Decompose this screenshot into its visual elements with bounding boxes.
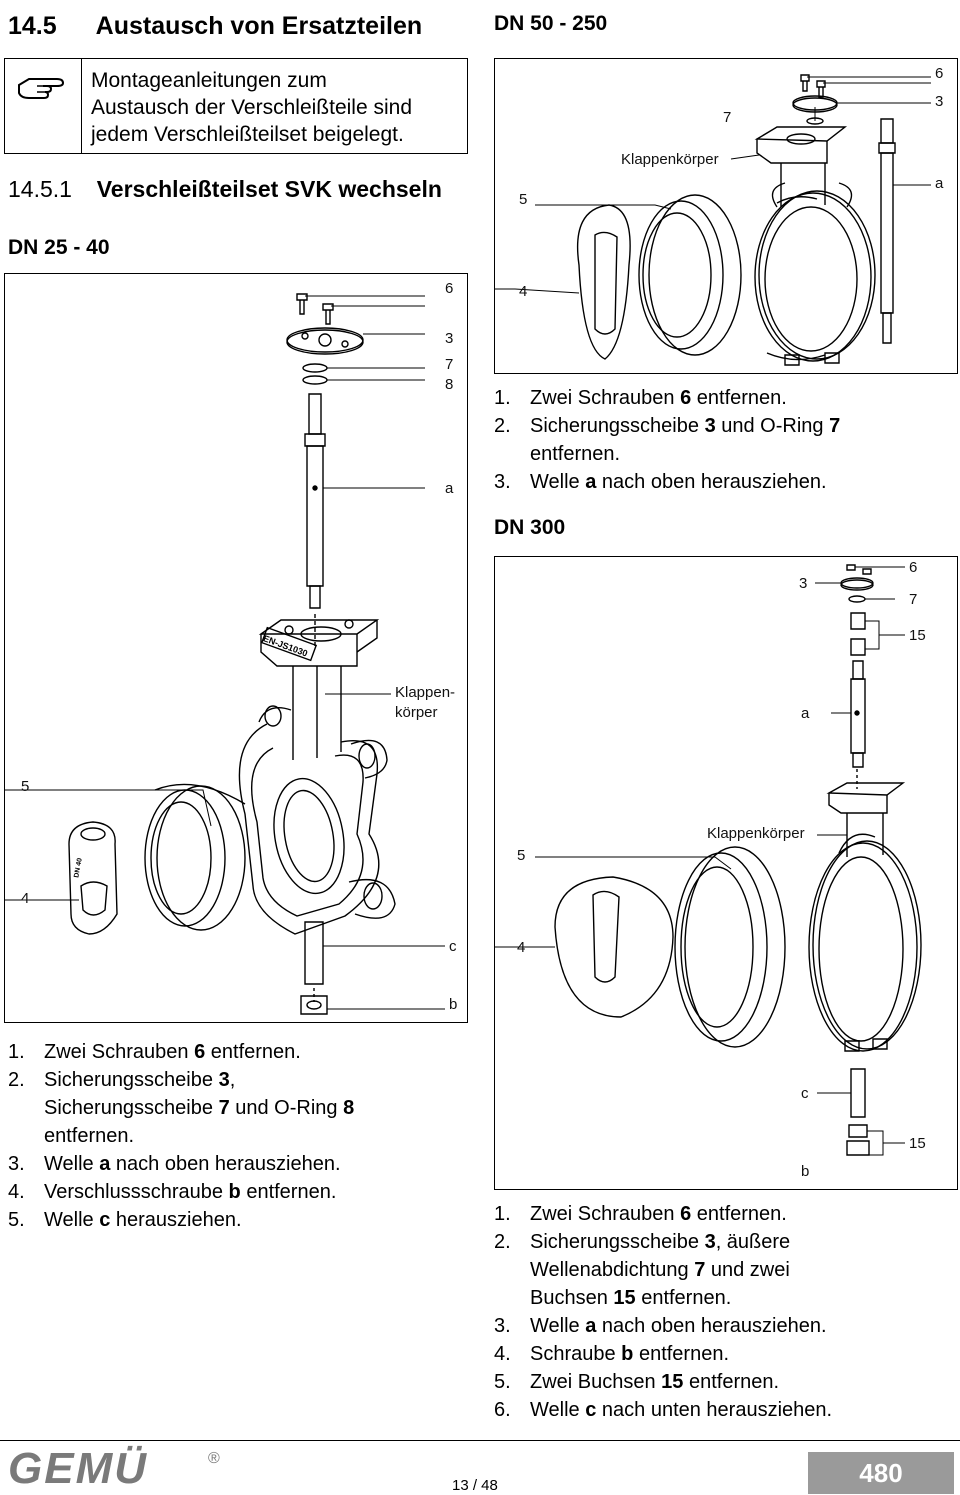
steps-dn300: 1.Zwei Schrauben 6 entfernen. 2.Sicherun… [494,1200,956,1424]
note-line: Montageanleitungen zum [91,69,327,92]
label-6: 6 [445,280,454,297]
dn300-heading: DN 300 [494,516,566,539]
label-body: Klappen- [395,684,456,701]
note-text: Montageanleitungen zum Austausch der Ver… [91,67,412,148]
step-item: 3.Welle a nach oben herausziehen. [494,1315,827,1337]
label-7: 7 [445,356,454,373]
step-item: Sicherungsscheibe 7 und O-Ring 8 [44,1097,355,1119]
figure-dn50-250: 6 3 7 Klappenkörper a 5 4 [494,58,958,374]
label-3: 3 [799,575,808,592]
page-badge: 480 [808,1452,954,1494]
note-line: jedem Verschleißteilset beigelegt. [91,123,404,146]
note-line: Austausch der Verschleißteile sind [91,96,412,119]
label-a: a [445,480,454,497]
step-item: 6.Welle c nach unten herausziehen. [494,1399,833,1421]
step-item: Buchsen 15 entfernen. [530,1287,732,1309]
label-b: b [449,996,458,1013]
label-3: 3 [935,93,944,110]
label-15-lower: 15 [909,1135,926,1152]
step-item: 1.Zwei Schrauben 6 entfernen. [494,387,787,409]
step-item: 2.Sicherungsscheibe 3 und O-Ring 7 [494,415,841,437]
label-3: 3 [445,330,454,347]
label-body-2: körper [395,704,438,721]
label-body: Klappenkörper [621,151,719,168]
exploded-drawing-dn25-40: EN-JS1030 DN 40 [5,293,445,1015]
page-number: 13 / 48 [452,1477,498,1494]
brand-logo: GEMÜ [8,1444,148,1493]
label-15: 15 [909,627,926,644]
steps-dn25-40: 1.Zwei Schrauben 6 entfernen. 2.Sicherun… [8,1038,468,1234]
step-item: 3.Welle a nach oben herausziehen. [494,471,827,493]
label-a: a [935,175,944,192]
step-item: entfernen. [530,443,621,465]
dn25-40-heading: DN 25 - 40 [8,236,110,259]
subsection-heading: 14.5.1 Verschleißteilset SVK wechseln [8,176,442,203]
subsection-title: Verschleißteilset SVK wechseln [96,176,442,202]
label-5: 5 [21,778,30,795]
label-4: 4 [519,283,528,300]
exploded-drawing-dn300 [495,564,922,1156]
step-item: 3.Welle a nach oben herausziehen. [8,1153,341,1175]
step-item: 5.Zwei Buchsen 15 entfernen. [494,1371,780,1393]
figure-dn300: 6 3 7 15 a Klappenkörper 5 4 c b 15 [494,556,958,1190]
label-6: 6 [935,65,944,82]
footer-divider [0,1440,960,1441]
label-6: 6 [909,559,918,576]
pointing-hand-icon [18,78,65,99]
dn50-250-heading: DN 50 - 250 [494,12,608,35]
steps-dn50-250: 1.Zwei Schrauben 6 entfernen. 2.Sicherun… [494,384,956,496]
exploded-drawing-dn50-250 [495,74,931,366]
label-8: 8 [445,376,454,393]
label-a: a [801,705,810,722]
step-item: 2.Sicherungsscheibe 3, äußere [494,1231,791,1253]
label-c: c [449,938,457,955]
label-4: 4 [517,939,526,956]
label-c: c [801,1085,809,1102]
step-item: entfernen. [44,1125,135,1147]
step-item: 4.Schraube b entfernen. [494,1343,730,1365]
step-item: 4.Verschlussschraube b entfernen. [8,1181,337,1203]
label-7: 7 [723,109,732,126]
label-7: 7 [909,591,918,608]
label-body: Klappenkörper [707,825,805,842]
section-number: 14.5 [8,12,57,40]
section-title: Austausch von Ersatzteilen [95,12,423,40]
figure-dn25-40: EN-JS1030 DN 40 6 3 7 8 a Klappen- körpe… [4,273,468,1023]
step-item: Wellenabdichtung 7 und zwei [530,1259,790,1281]
label-5: 5 [519,191,528,208]
disc-marking: DN 40 [73,857,83,878]
subsection-number: 14.5.1 [8,176,72,202]
note-icon-cell [5,59,82,153]
section-heading: 14.5 Austausch von Ersatzteilen [8,12,422,41]
label-4: 4 [21,890,30,907]
registered-mark: ® [208,1450,220,1467]
step-item: 1.Zwei Schrauben 6 entfernen. [494,1203,787,1225]
label-b: b [801,1163,810,1180]
note-box: Montageanleitungen zum Austausch der Ver… [4,58,468,154]
step-item: 5.Welle c herausziehen. [8,1209,242,1231]
step-item: 1.Zwei Schrauben 6 entfernen. [8,1041,301,1063]
label-5: 5 [517,847,526,864]
step-item: 2.Sicherungsscheibe 3, [8,1069,236,1091]
